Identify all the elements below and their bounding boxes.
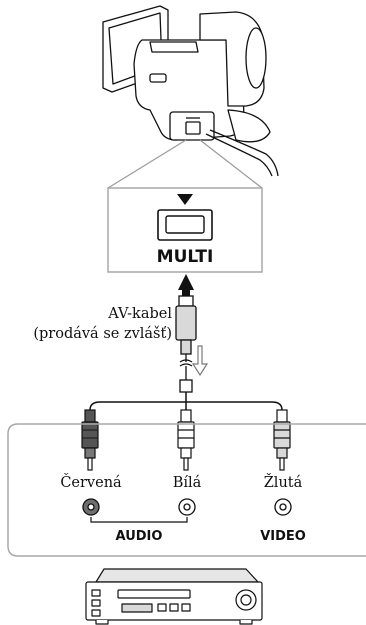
cable-branch bbox=[89, 392, 283, 411]
connector-callout: MULTI bbox=[107, 187, 263, 273]
audio-label: AUDIO bbox=[116, 529, 163, 544]
multi-port-icon bbox=[157, 209, 213, 241]
video-label: VIDEO bbox=[260, 529, 306, 544]
av-cable-plug-icon bbox=[175, 295, 197, 393]
cable-note: (prodává se zvlášť) bbox=[33, 325, 172, 342]
rca-plug-yellow bbox=[273, 409, 291, 471]
insert-arrow-icon bbox=[178, 274, 194, 296]
jack-label-white: Bílá bbox=[173, 475, 202, 491]
cable-name: AV-kabel bbox=[107, 306, 172, 322]
rca-plug-red bbox=[81, 409, 99, 471]
callout-line-left bbox=[107, 139, 187, 189]
jack-label-yellow: Žlutá bbox=[264, 473, 303, 491]
callout-line-right bbox=[199, 139, 263, 189]
camcorder-icon bbox=[102, 5, 279, 177]
vcr-input-panel: Červená Bílá Žlutá AUDIO VIDEO bbox=[7, 423, 366, 557]
vcr-icon bbox=[85, 568, 263, 625]
rca-jack-icon bbox=[82, 498, 292, 516]
jack-label-red: Červená bbox=[60, 473, 122, 491]
down-triangle-icon bbox=[177, 194, 193, 205]
rca-plug-white bbox=[177, 409, 195, 471]
audio-bracket bbox=[90, 517, 188, 523]
signal-direction-arrow-icon bbox=[191, 345, 209, 377]
multi-port-label: MULTI bbox=[157, 247, 214, 267]
